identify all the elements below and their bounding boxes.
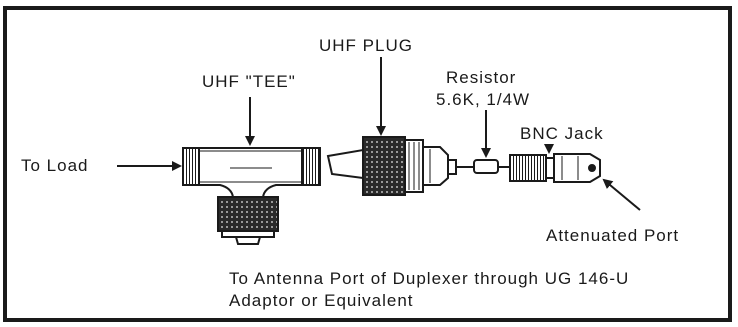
uhf-plug — [326, 136, 457, 196]
frame-border — [3, 6, 732, 322]
bnc-jack — [509, 153, 601, 183]
uhf-plug-label: UHF PLUG — [319, 36, 413, 55]
antenna-label-line1: To Antenna Port of Duplexer through UG 1… — [229, 269, 630, 288]
antenna-label-line2: Adaptor or Equivalent — [229, 291, 414, 310]
uhf-tee-label: UHF "TEE" — [202, 72, 296, 91]
arrows — [117, 57, 641, 211]
resistor-value-label: 5.6K, 1/4W — [436, 90, 531, 109]
uhf-tee — [182, 147, 321, 245]
bnc-jack-label: BNC Jack — [520, 124, 604, 143]
resistor-label: Resistor — [446, 68, 517, 87]
arrow-attenuated-port — [602, 178, 641, 211]
resistor-component — [456, 159, 510, 174]
attenuated-port-label: Attenuated Port — [546, 226, 680, 245]
to-load-label: To Load — [21, 156, 89, 175]
